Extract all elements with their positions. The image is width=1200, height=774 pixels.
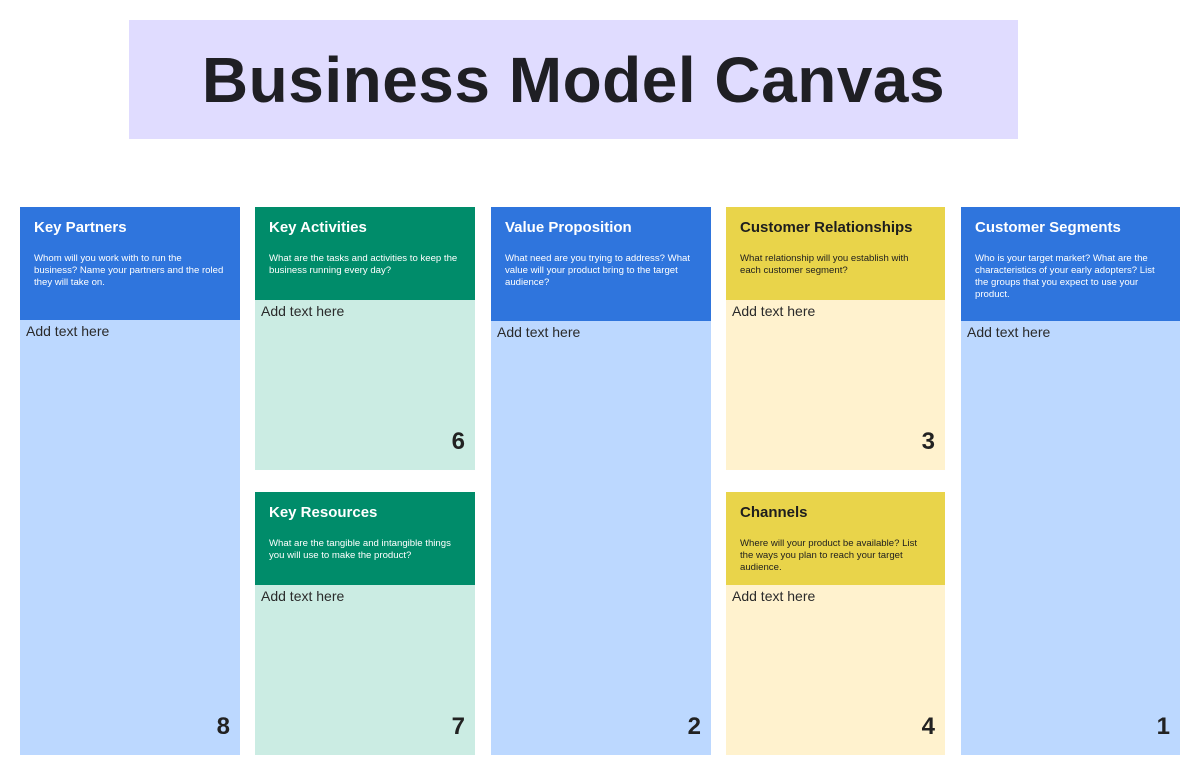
customer-segments-text-area[interactable]: Add text here 1 bbox=[961, 321, 1180, 755]
key-partners-header: Key Partners Whom will you work with to … bbox=[20, 207, 240, 320]
channels-header: Channels Where will your product be avai… bbox=[726, 492, 945, 585]
key-partners-placeholder[interactable]: Add text here bbox=[26, 323, 110, 339]
key-activities-header: Key Activities What are the tasks and ac… bbox=[255, 207, 475, 300]
key-resources-header: Key Resources What are the tangible and … bbox=[255, 492, 475, 585]
customer-segments-header: Customer Segments Who is your target mar… bbox=[961, 207, 1180, 321]
key-activities-number: 6 bbox=[451, 428, 465, 455]
customer-segments-description: Who is your target market? What are the … bbox=[975, 253, 1155, 300]
key-partners-heading: Key Partners bbox=[34, 219, 127, 236]
key-resources-number: 7 bbox=[451, 713, 465, 740]
key-resources-text-area[interactable]: Add text here 7 bbox=[255, 585, 475, 755]
value-proposition-header: Value Proposition What need are you tryi… bbox=[491, 207, 711, 321]
channels-description: Where will your product be available? Li… bbox=[740, 538, 918, 573]
title-banner: Business Model Canvas bbox=[129, 20, 1018, 139]
customer-relationships-header: Customer Relationships What relationship… bbox=[726, 207, 945, 300]
page-title: Business Model Canvas bbox=[201, 43, 946, 116]
value-proposition-placeholder[interactable]: Add text here bbox=[497, 324, 581, 340]
value-proposition-description: What need are you trying to address? Wha… bbox=[505, 253, 691, 288]
key-partners-block: Key Partners Whom will you work with to … bbox=[20, 207, 240, 755]
customer-relationships-block: Customer Relationships What relationship… bbox=[726, 207, 945, 470]
key-activities-block: Key Activities What are the tasks and ac… bbox=[255, 207, 475, 470]
value-proposition-heading: Value Proposition bbox=[505, 219, 632, 236]
channels-number: 4 bbox=[921, 713, 935, 740]
customer-relationships-heading: Customer Relationships bbox=[740, 219, 913, 236]
key-activities-heading: Key Activities bbox=[269, 219, 367, 236]
channels-block: Channels Where will your product be avai… bbox=[726, 492, 945, 755]
customer-segments-heading: Customer Segments bbox=[975, 219, 1121, 236]
value-proposition-text-area[interactable]: Add text here 2 bbox=[491, 321, 711, 755]
customer-relationships-text-area[interactable]: Add text here 3 bbox=[726, 300, 945, 470]
channels-heading: Channels bbox=[740, 504, 808, 521]
customer-relationships-placeholder[interactable]: Add text here bbox=[732, 303, 816, 319]
channels-placeholder[interactable]: Add text here bbox=[732, 588, 816, 604]
customer-segments-placeholder[interactable]: Add text here bbox=[967, 324, 1051, 340]
key-partners-description: Whom will you work with to run the busin… bbox=[34, 253, 224, 288]
customer-segments-block: Customer Segments Who is your target mar… bbox=[961, 207, 1180, 755]
channels-text-area[interactable]: Add text here 4 bbox=[726, 585, 945, 755]
customer-segments-number: 1 bbox=[1156, 713, 1170, 740]
key-activities-placeholder[interactable]: Add text here bbox=[261, 303, 345, 319]
key-activities-description: What are the tasks and activities to kee… bbox=[269, 253, 458, 276]
key-resources-description: What are the tangible and intangible thi… bbox=[269, 538, 451, 561]
key-partners-text-area[interactable]: Add text here 8 bbox=[20, 320, 240, 755]
key-resources-block: Key Resources What are the tangible and … bbox=[255, 492, 475, 755]
customer-relationships-description: What relationship will you establish wit… bbox=[740, 253, 909, 276]
customer-relationships-number: 3 bbox=[921, 428, 935, 455]
value-proposition-block: Value Proposition What need are you tryi… bbox=[491, 207, 711, 755]
key-resources-heading: Key Resources bbox=[269, 504, 378, 521]
key-partners-number: 8 bbox=[216, 713, 230, 740]
value-proposition-number: 2 bbox=[687, 713, 701, 740]
key-activities-text-area[interactable]: Add text here 6 bbox=[255, 300, 475, 470]
key-resources-placeholder[interactable]: Add text here bbox=[261, 588, 345, 604]
